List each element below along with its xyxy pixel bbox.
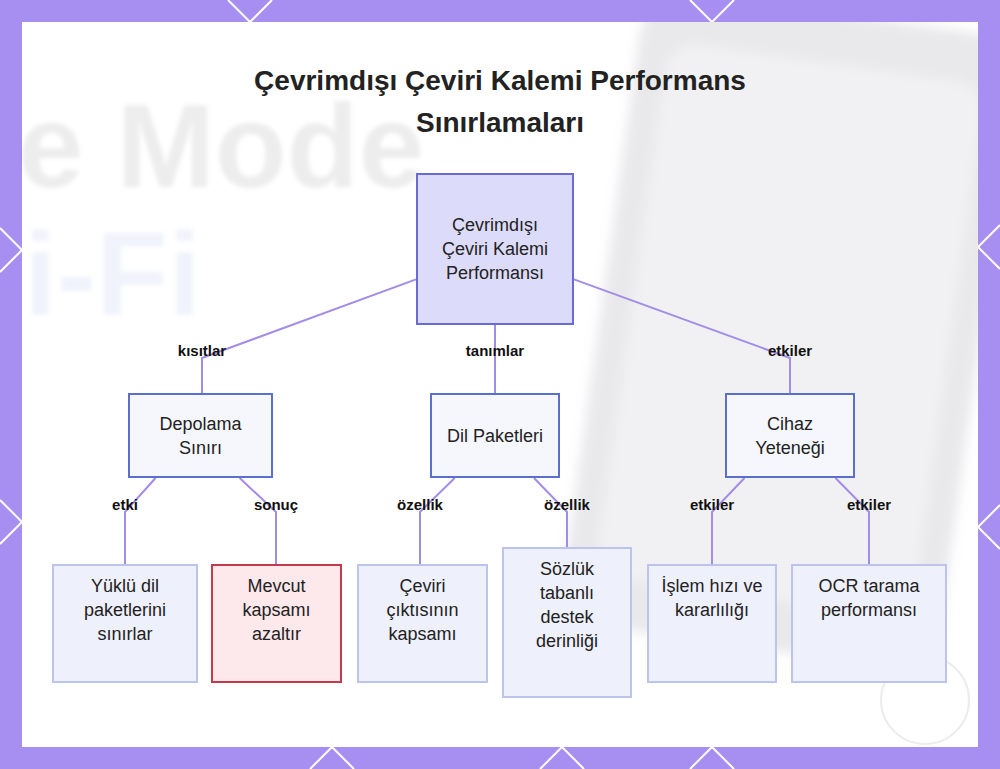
node-text: İşlem hızı ve kararlılığı (661, 574, 763, 622)
concept-box: Sözlük tabanlı destek derinliği (502, 547, 632, 698)
connector (202, 279, 416, 393)
edge-label: etkiler (690, 496, 734, 513)
concept-box: Depolama Sınırı (128, 393, 273, 478)
concept-box: Cihaz Yeteneği (725, 393, 855, 478)
connector (125, 478, 156, 564)
concept-box: Yüklü dil paketlerini sınırlar (52, 564, 198, 683)
edge-label: sonuç (254, 496, 298, 513)
root-box: Çevrimdışı Çeviri Kalemi Performansı (416, 173, 574, 325)
connector (712, 478, 745, 564)
connector (534, 478, 567, 547)
connector (240, 478, 276, 564)
edge-label: etkiler (768, 342, 812, 359)
diagram-title: Çevrimdışı Çeviri Kalemi Performans Sını… (200, 60, 800, 144)
connector (494, 325, 496, 393)
concept-box: Mevcut kapsamı azaltır (211, 564, 342, 683)
connector (420, 478, 455, 564)
connector (836, 478, 870, 564)
edge-label: etkiler (847, 496, 891, 513)
node-text: OCR tarama performansı (805, 574, 933, 622)
node-text: Depolama Sınırı (144, 412, 257, 460)
concept-box: OCR tarama performansı (791, 564, 947, 683)
edge-label: etki (112, 496, 138, 513)
node-text: Yüklü dil paketlerini sınırlar (66, 574, 184, 646)
watermark: i-Fi (24, 206, 201, 342)
edge-label: özellik (397, 496, 443, 513)
watermark: e Mode (18, 78, 425, 214)
concept-box: İşlem hızı ve kararlılığı (647, 564, 777, 683)
node-text: Cihaz Yeteneği (741, 412, 839, 460)
node-text: Çevrimdışı Çeviri Kalemi Performansı (440, 213, 550, 285)
edge-label: özellik (544, 496, 590, 513)
concept-box: Çeviri çıktısının kapsamı (357, 564, 488, 683)
node-text: Dil Paketleri (447, 424, 543, 448)
node-text: Çeviri çıktısının kapsamı (371, 574, 474, 646)
concept-box: Dil Paketleri (430, 393, 560, 478)
edge-label: tanımlar (466, 342, 524, 359)
edge-label: kısıtlar (178, 342, 226, 359)
node-text: Sözlük tabanlı destek derinliği (516, 557, 618, 653)
connector (574, 279, 790, 393)
node-text: Mevcut kapsamı azaltır (225, 574, 328, 646)
